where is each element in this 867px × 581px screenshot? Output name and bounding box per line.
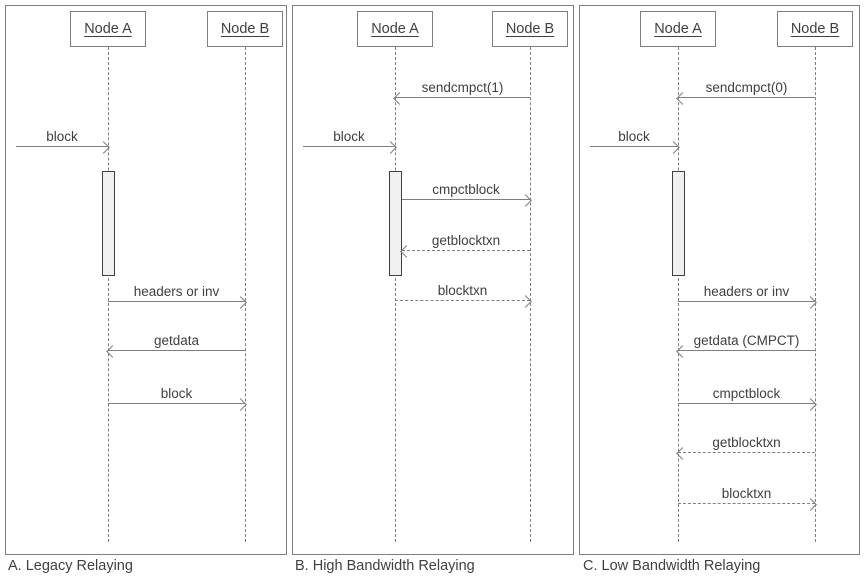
- arrow-line: [303, 146, 395, 147]
- message-label: getdata: [153, 333, 200, 348]
- message-sendcmpct-0: sendcmpct(0): [676, 77, 815, 105]
- actor-label: Node A: [84, 21, 132, 37]
- message-sendcmpct-1: sendcmpct(1): [393, 77, 530, 105]
- message-label: headers or inv: [133, 284, 220, 299]
- lifeline-node-b: [815, 47, 816, 542]
- caption-low-bandwidth-relaying: C. Low Bandwidth Relaying: [583, 558, 761, 574]
- message-label: cmpctblock: [432, 182, 500, 197]
- message-label: getblocktxn: [712, 435, 781, 450]
- arrow-line: [402, 250, 530, 251]
- arrow-line: [678, 452, 815, 453]
- arrow-line: [678, 350, 815, 351]
- arrow-line: [678, 301, 815, 302]
- message-label: blocktxn: [721, 486, 772, 501]
- panel-low-bandwidth-relaying: Node A Node B sendcmpct(0) block headers…: [579, 5, 860, 555]
- panel-high-bandwidth-relaying: Node A Node B sendcmpct(1) block cmpctbl…: [292, 5, 574, 555]
- arrow-line: [108, 403, 245, 404]
- actor-label: Node A: [371, 21, 419, 37]
- actor-box-node-a: Node A: [70, 11, 146, 47]
- message-label: block: [333, 129, 365, 144]
- actor-box-node-a: Node A: [640, 11, 716, 47]
- actor-box-node-b: Node B: [492, 11, 568, 47]
- actor-label: Node B: [505, 21, 555, 37]
- lifeline-node-a: [678, 47, 679, 542]
- activation-bar: [672, 171, 685, 276]
- lifeline-node-b: [530, 47, 531, 542]
- message-cmpctblock: cmpctblock: [402, 179, 532, 207]
- message-label: block: [618, 129, 650, 144]
- message-label: block: [46, 129, 78, 144]
- panel-legacy-relaying: Node A Node B block headers or inv getda…: [5, 5, 287, 555]
- message-blocktxn: blocktxn: [678, 483, 817, 511]
- message-headers-or-inv: headers or inv: [678, 281, 817, 309]
- arrow-line: [16, 146, 108, 147]
- actor-label: Node B: [790, 21, 840, 37]
- arrow-line: [678, 503, 815, 504]
- message-label: headers or inv: [703, 284, 790, 299]
- message-block-external: block: [16, 126, 110, 154]
- message-label: getdata (CMPCT): [693, 333, 800, 348]
- actor-box-node-b: Node B: [207, 11, 283, 47]
- arrow-line: [590, 146, 678, 147]
- caption-high-bandwidth-relaying: B. High Bandwidth Relaying: [295, 558, 475, 574]
- actor-box-node-a: Node A: [357, 11, 433, 47]
- actor-label: Node B: [220, 21, 270, 37]
- message-getdata: getdata: [106, 330, 245, 358]
- message-label: cmpctblock: [712, 386, 781, 401]
- actor-label: Node A: [654, 21, 702, 37]
- message-getblocktxn: getblocktxn: [400, 230, 530, 258]
- lifeline-node-a: [108, 47, 109, 542]
- message-blocktxn: blocktxn: [395, 280, 532, 308]
- caption-legacy-relaying: A. Legacy Relaying: [8, 558, 133, 574]
- arrow-line: [108, 301, 245, 302]
- arrow-line: [395, 300, 530, 301]
- message-getdata-cmpct: getdata (CMPCT): [676, 330, 815, 358]
- message-block-external: block: [590, 126, 680, 154]
- arrow-line: [402, 199, 530, 200]
- activation-bar: [389, 171, 402, 276]
- arrow-line: [108, 350, 245, 351]
- message-getblocktxn: getblocktxn: [676, 432, 815, 460]
- actor-box-node-b: Node B: [777, 11, 853, 47]
- message-label: sendcmpct(1): [421, 80, 504, 95]
- arrow-line: [678, 97, 815, 98]
- activation-bar: [102, 171, 115, 276]
- lifeline-node-b: [245, 47, 246, 542]
- arrow-line: [395, 97, 530, 98]
- message-label: getblocktxn: [431, 233, 501, 248]
- message-label: blocktxn: [437, 283, 488, 298]
- message-cmpctblock: cmpctblock: [678, 383, 817, 411]
- lifeline-node-a: [395, 47, 396, 542]
- message-label: block: [160, 386, 193, 401]
- message-label: sendcmpct(0): [705, 80, 788, 95]
- message-block-external: block: [303, 126, 397, 154]
- message-headers-or-inv: headers or inv: [108, 281, 247, 309]
- arrow-line: [678, 403, 815, 404]
- message-block: block: [108, 383, 247, 411]
